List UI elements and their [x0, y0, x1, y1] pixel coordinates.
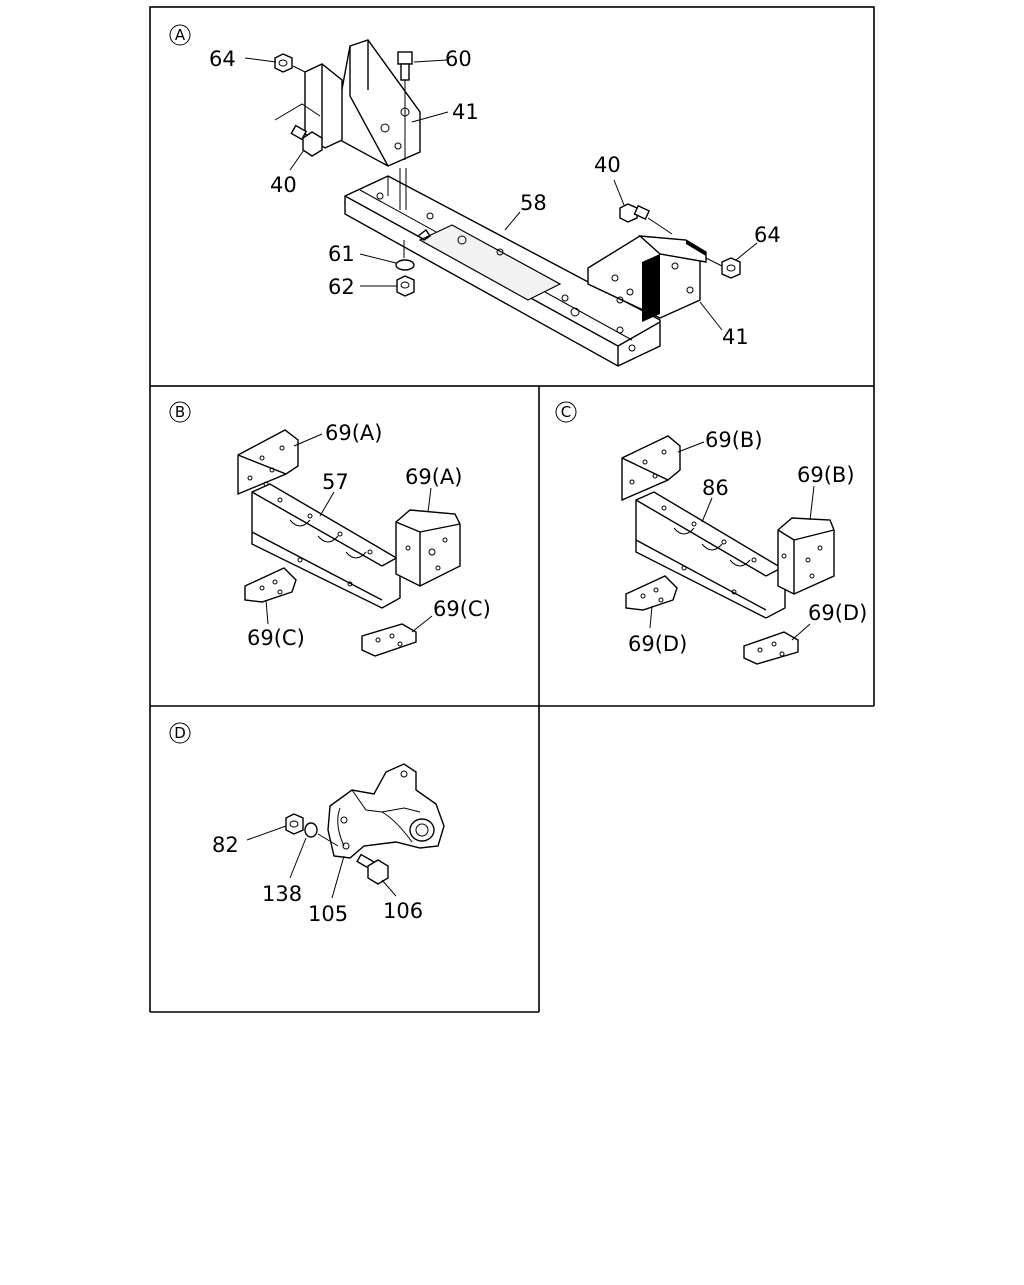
- label-82: 82: [212, 833, 239, 857]
- label-86: 86: [702, 476, 729, 500]
- plate-69c-left: [244, 567, 297, 603]
- panel-b-leaders: [265, 433, 433, 633]
- panel-a-letter: A: [175, 26, 186, 44]
- plate-69a-left: [237, 429, 299, 496]
- label-64-right: 64: [754, 223, 781, 247]
- label-105: 105: [308, 902, 348, 926]
- panel-b-marker: [169, 401, 191, 423]
- label-69d-left: 69(D): [628, 632, 687, 656]
- label-57: 57: [322, 470, 349, 494]
- label-69b-left: 69(B): [705, 428, 763, 452]
- label-69d-right: 69(D): [808, 601, 867, 625]
- panel-c-leaders: [649, 441, 815, 641]
- panel-d-letter: D: [174, 724, 186, 742]
- panel-a-marker: [169, 24, 191, 46]
- label-69c-right: 69(C): [433, 597, 491, 621]
- label-69a-left: 69(A): [325, 421, 382, 445]
- label-69b-right: 69(B): [797, 463, 855, 487]
- washer-61: [395, 259, 415, 271]
- bolt-40-right: [619, 203, 673, 235]
- centerline-d: [317, 833, 339, 847]
- nut-64-right: [705, 257, 741, 279]
- crossmember-58: [344, 175, 661, 367]
- panel-a: A: [169, 24, 781, 367]
- panel-a-leaders: [244, 57, 758, 331]
- nut-62: [396, 275, 415, 297]
- panel-c-marker: [555, 401, 577, 423]
- panel-d-marker: [169, 722, 191, 744]
- panel-b: B: [169, 401, 491, 657]
- label-61: 61: [328, 242, 355, 266]
- plate-69d-right: [743, 631, 799, 665]
- panel-b-letter: B: [175, 403, 185, 421]
- label-41-top: 41: [452, 100, 479, 124]
- crossmember-86: [635, 491, 786, 619]
- panel-d: D: [169, 722, 445, 926]
- label-41-bottom: 41: [722, 325, 749, 349]
- bolt-106: [356, 853, 389, 885]
- panel-d-leaders: [246, 825, 397, 899]
- bracket-41-right: [587, 235, 707, 322]
- label-40-left: 40: [270, 173, 297, 197]
- label-138: 138: [262, 882, 302, 906]
- label-106: 106: [383, 899, 423, 923]
- mount-105: [327, 763, 445, 859]
- label-58: 58: [520, 191, 547, 215]
- crossmember-57: [251, 483, 401, 609]
- plate-69b-left: [621, 435, 681, 502]
- plate-69d-left: [625, 575, 678, 611]
- panel-frames: [149, 6, 875, 1013]
- label-40-right: 40: [594, 153, 621, 177]
- label-64-left: 64: [209, 47, 236, 71]
- bolt-40-left: [274, 103, 323, 157]
- nut-64-left: [274, 53, 306, 73]
- plate-69a-right: [395, 509, 461, 587]
- washer-138: [304, 822, 318, 838]
- bolt-60: [397, 51, 413, 258]
- nut-82: [285, 813, 304, 835]
- plate-69b-right: [777, 517, 835, 595]
- bracket-41-left: [304, 39, 421, 167]
- label-69a-right: 69(A): [405, 465, 462, 489]
- plate-69c-right: [361, 623, 417, 657]
- panel-c: C: [555, 401, 867, 665]
- label-69c-left: 69(C): [247, 626, 305, 650]
- label-60: 60: [445, 47, 472, 71]
- label-62: 62: [328, 275, 355, 299]
- panel-c-letter: C: [561, 403, 571, 421]
